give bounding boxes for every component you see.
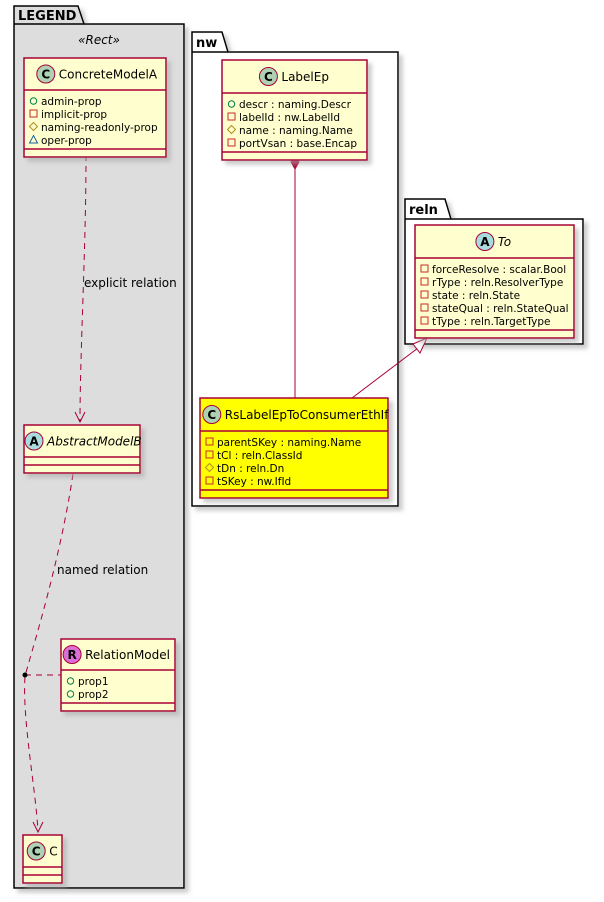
class-kind-C-icon [258,67,278,86]
class-attribute: naming-readonly-prop [41,122,158,134]
public-visibility-icon [29,97,38,105]
class-name: C [49,845,57,859]
class-attribute: tCl : reln.ClassId [217,450,302,462]
class-kind-letter: C [264,70,273,84]
class-attribute: prop2 [78,689,109,701]
class-attribute: name : naming.Name [239,125,353,137]
class-attribute: tSKey : nw.IfId [217,476,291,488]
class-name: AbstractModelB [46,435,142,449]
class-attribute: oper-prop [41,135,92,147]
class-kind-R-icon [62,645,82,664]
class-attribute: implicit-prop [41,109,107,121]
class-attribute: tType : reln.TargetType [432,316,551,328]
public-visibility-icon [227,100,236,108]
relation-named [22,473,74,834]
package-label: LEGEND [18,9,77,24]
package-label: nw [196,36,217,51]
class-kind-C-icon [36,64,56,84]
class-attribute: labelId : nw.LabelId [239,112,340,124]
private-visibility-icon [420,264,429,273]
class-attribute: rType : reln.ResolverType [432,277,563,289]
class-attribute: portVsan : base.Encap [239,138,357,150]
private-visibility-icon [227,138,236,147]
public-visibility-icon [66,677,75,685]
class-abstract-model-b[interactable]: A AbstractModelB [23,424,142,474]
class-kind-A-icon [24,431,44,451]
protected-visibility-icon [204,462,215,473]
class-attribute: admin-prop [41,96,102,108]
class-kind-C-icon [202,405,222,424]
package-label: reln [409,203,438,218]
relation-label-named: named relation [57,563,148,577]
protected-visibility-icon [28,121,39,132]
class-rs-label-ep[interactable]: C RsLabelEpToConsumerEthIf parentSKey : na… [199,397,389,499]
private-visibility-icon [420,316,429,325]
class-name: ConcreteModelA [59,68,158,82]
class-kind-letter: A [29,435,39,449]
inheritance-relation [351,337,429,399]
private-visibility-icon [420,303,429,312]
class-kind-letter: R [67,648,76,662]
class-attribute: tDn : reln.Dn [217,463,284,475]
class-attribute: forceResolve : scalar.Bool [432,264,566,276]
class-attribute: descr : naming.Descr [239,99,352,111]
private-visibility-icon [29,109,38,118]
class-kind-letter: C [32,845,41,859]
private-visibility-icon [205,437,214,446]
private-visibility-icon [227,112,236,121]
class-kind-A-icon [475,232,495,251]
class-kind-letter: A [480,235,490,249]
private-visibility-icon [205,450,214,459]
protected-visibility-icon [226,124,237,135]
class-name: LabelEp [281,70,329,84]
class-attribute: stateQual : reln.StateQual [432,303,569,315]
class-kind-C-icon [26,841,46,861]
private-visibility-icon [420,290,429,299]
public-visibility-icon [66,690,75,698]
class-attribute: state : reln.State [432,290,520,302]
relation-label-explicit: explicit relation [84,276,177,290]
class-kind-letter: C [207,408,216,422]
private-visibility-icon [420,277,429,286]
relation-explicit [74,154,87,424]
class-attribute: prop1 [78,676,109,688]
class-name: RelationModel [85,648,170,662]
stereotype-label: «Rect» [78,33,120,47]
private-visibility-icon [205,476,214,485]
class-name: RsLabelEpToConsumerEthIf [225,408,389,422]
class-kind-letter: C [41,68,50,82]
class-name: To [498,235,511,249]
class-concrete-model-a[interactable]: C ConcreteModelA admin-propimplicit-propna… [23,57,167,158]
class-attribute: parentSKey : naming.Name [217,437,361,449]
package-visibility-icon [28,134,39,144]
